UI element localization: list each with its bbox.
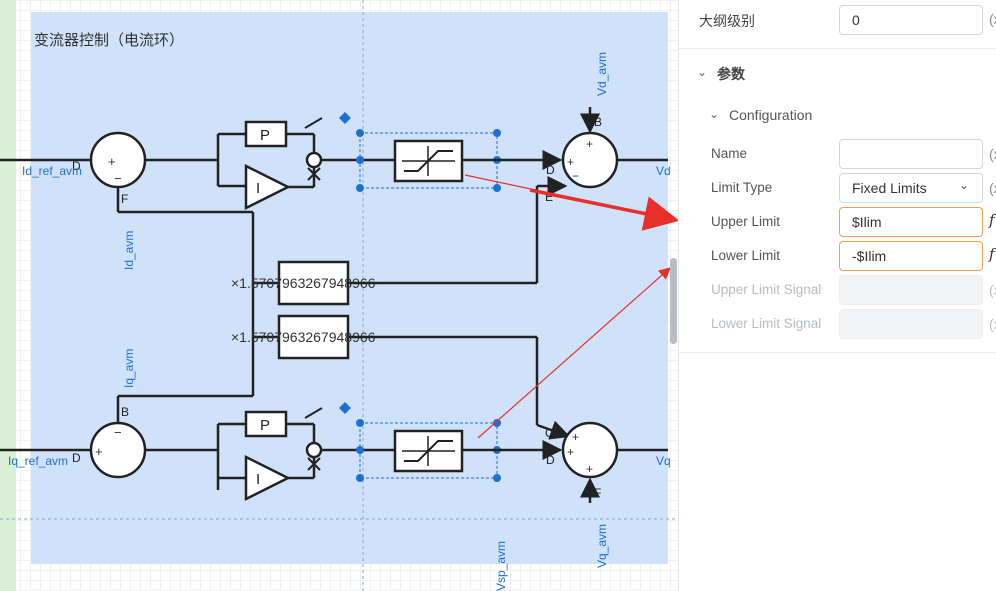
minus-sign: − xyxy=(572,169,579,183)
p-gain-block-bottom[interactable] xyxy=(244,410,288,438)
left-strip xyxy=(0,0,16,591)
signal-label-vq: Vq_avm xyxy=(595,524,609,568)
annotation-arrow-upper xyxy=(529,188,678,231)
section-params[interactable]: 参数 xyxy=(717,66,745,82)
field-label-lower-limit-signal: Lower Limit Signal xyxy=(711,316,822,331)
port-label: B xyxy=(121,405,129,419)
group-title: 变流器控制（电流环） xyxy=(34,32,184,49)
gain-block-2[interactable] xyxy=(277,314,350,360)
function-icon[interactable]: f xyxy=(989,245,995,263)
function-icon[interactable]: f xyxy=(989,211,995,229)
p-label: P xyxy=(260,127,270,144)
signal-label-id-ref: Id_ref_avm xyxy=(22,164,82,178)
plus-sign: + xyxy=(586,137,593,151)
port-label: D xyxy=(72,159,81,173)
outline-level-suffix: (x xyxy=(989,11,996,27)
upper-limit-signal-input xyxy=(839,275,983,305)
field-label-limit-type: Limit Type xyxy=(711,180,773,195)
i-gain-block-bottom[interactable] xyxy=(244,454,291,502)
selection-handle[interactable] xyxy=(339,402,351,414)
i-label: I xyxy=(256,471,260,488)
port-label: D xyxy=(546,453,555,467)
sum-node-bottom[interactable] xyxy=(305,441,323,459)
signal-label-vd: Vd_avm xyxy=(595,52,609,96)
diagram-canvas[interactable]: 变流器控制（电流环） + − D F Id_ref_avm Id_avm P I… xyxy=(0,0,678,591)
chevron-down-icon[interactable]: ⌄ xyxy=(697,65,708,79)
gain-block-1[interactable] xyxy=(277,260,350,306)
port-label: B xyxy=(594,115,602,129)
signal-label-vd-out: Vd xyxy=(656,164,671,178)
properties-panel: 大纲级别 0 (x ⌄ 参数 ⌄ Configuration Name (x L… xyxy=(678,0,996,591)
chevron-down-icon[interactable]: ⌄ xyxy=(959,178,970,192)
lower-limit-signal-input xyxy=(839,309,983,339)
block-diagram[interactable]: 变流器控制（电流环） + − D F Id_ref_avm Id_avm P I… xyxy=(0,0,678,591)
minus-sign: − xyxy=(114,171,122,186)
upper-limit-input[interactable]: $Ilim xyxy=(839,207,983,237)
selection-handle[interactable] xyxy=(339,112,351,124)
port-label: D xyxy=(72,451,81,465)
port-label: F xyxy=(121,192,128,206)
name-input[interactable] xyxy=(839,139,983,169)
vertical-scrollbar[interactable] xyxy=(670,258,677,344)
signal-label-vsp: Vsp_avm xyxy=(494,541,508,591)
annotation-arrow-lower xyxy=(477,267,671,439)
plus-sign: + xyxy=(567,155,574,169)
minus-sign: − xyxy=(114,425,122,440)
field-suffix: (x xyxy=(989,282,996,298)
lower-limit-input[interactable]: -$Ilim xyxy=(839,241,983,271)
plus-sign: + xyxy=(567,445,574,459)
p-label: P xyxy=(260,417,270,434)
limit-type-select[interactable]: Fixed Limits xyxy=(839,173,983,203)
port-label: C xyxy=(545,426,554,440)
field-suffix: (x xyxy=(989,146,996,162)
signal-label-id: Id_avm xyxy=(122,231,136,270)
signal-label-iq-ref: Iq_ref_avm xyxy=(8,454,68,468)
field-suffix: (x xyxy=(989,180,996,196)
field-label-lower-limit: Lower Limit xyxy=(711,248,781,263)
plus-sign: + xyxy=(95,444,103,459)
i-gain-block-top[interactable] xyxy=(244,163,291,211)
field-suffix: (x xyxy=(989,316,996,332)
chevron-down-icon[interactable]: ⌄ xyxy=(709,107,720,121)
plus-sign: + xyxy=(586,462,593,476)
signal-label-vq-out: Vq xyxy=(656,454,671,468)
section-configuration[interactable]: Configuration xyxy=(729,107,813,123)
outline-level-input[interactable]: 0 xyxy=(839,5,983,35)
i-label: I xyxy=(256,180,260,197)
gain-value-2: ×1.5707963267948966 xyxy=(231,329,376,345)
plus-sign: + xyxy=(108,154,116,169)
sum-node-top[interactable] xyxy=(305,151,323,169)
port-label: E xyxy=(545,190,553,204)
field-label-name: Name xyxy=(711,146,748,161)
gain-value-1: ×1.5707963267948966 xyxy=(231,275,376,291)
field-label-upper-limit-signal: Upper Limit Signal xyxy=(711,282,822,297)
port-label: F xyxy=(594,486,601,500)
plus-sign: + xyxy=(572,430,579,444)
outline-level-label: 大纲级别 xyxy=(699,13,755,29)
signal-label-iq: Iq_avm xyxy=(122,349,136,388)
port-label: D xyxy=(546,163,555,177)
field-label-upper-limit: Upper Limit xyxy=(711,214,781,229)
group-area[interactable] xyxy=(31,12,668,564)
